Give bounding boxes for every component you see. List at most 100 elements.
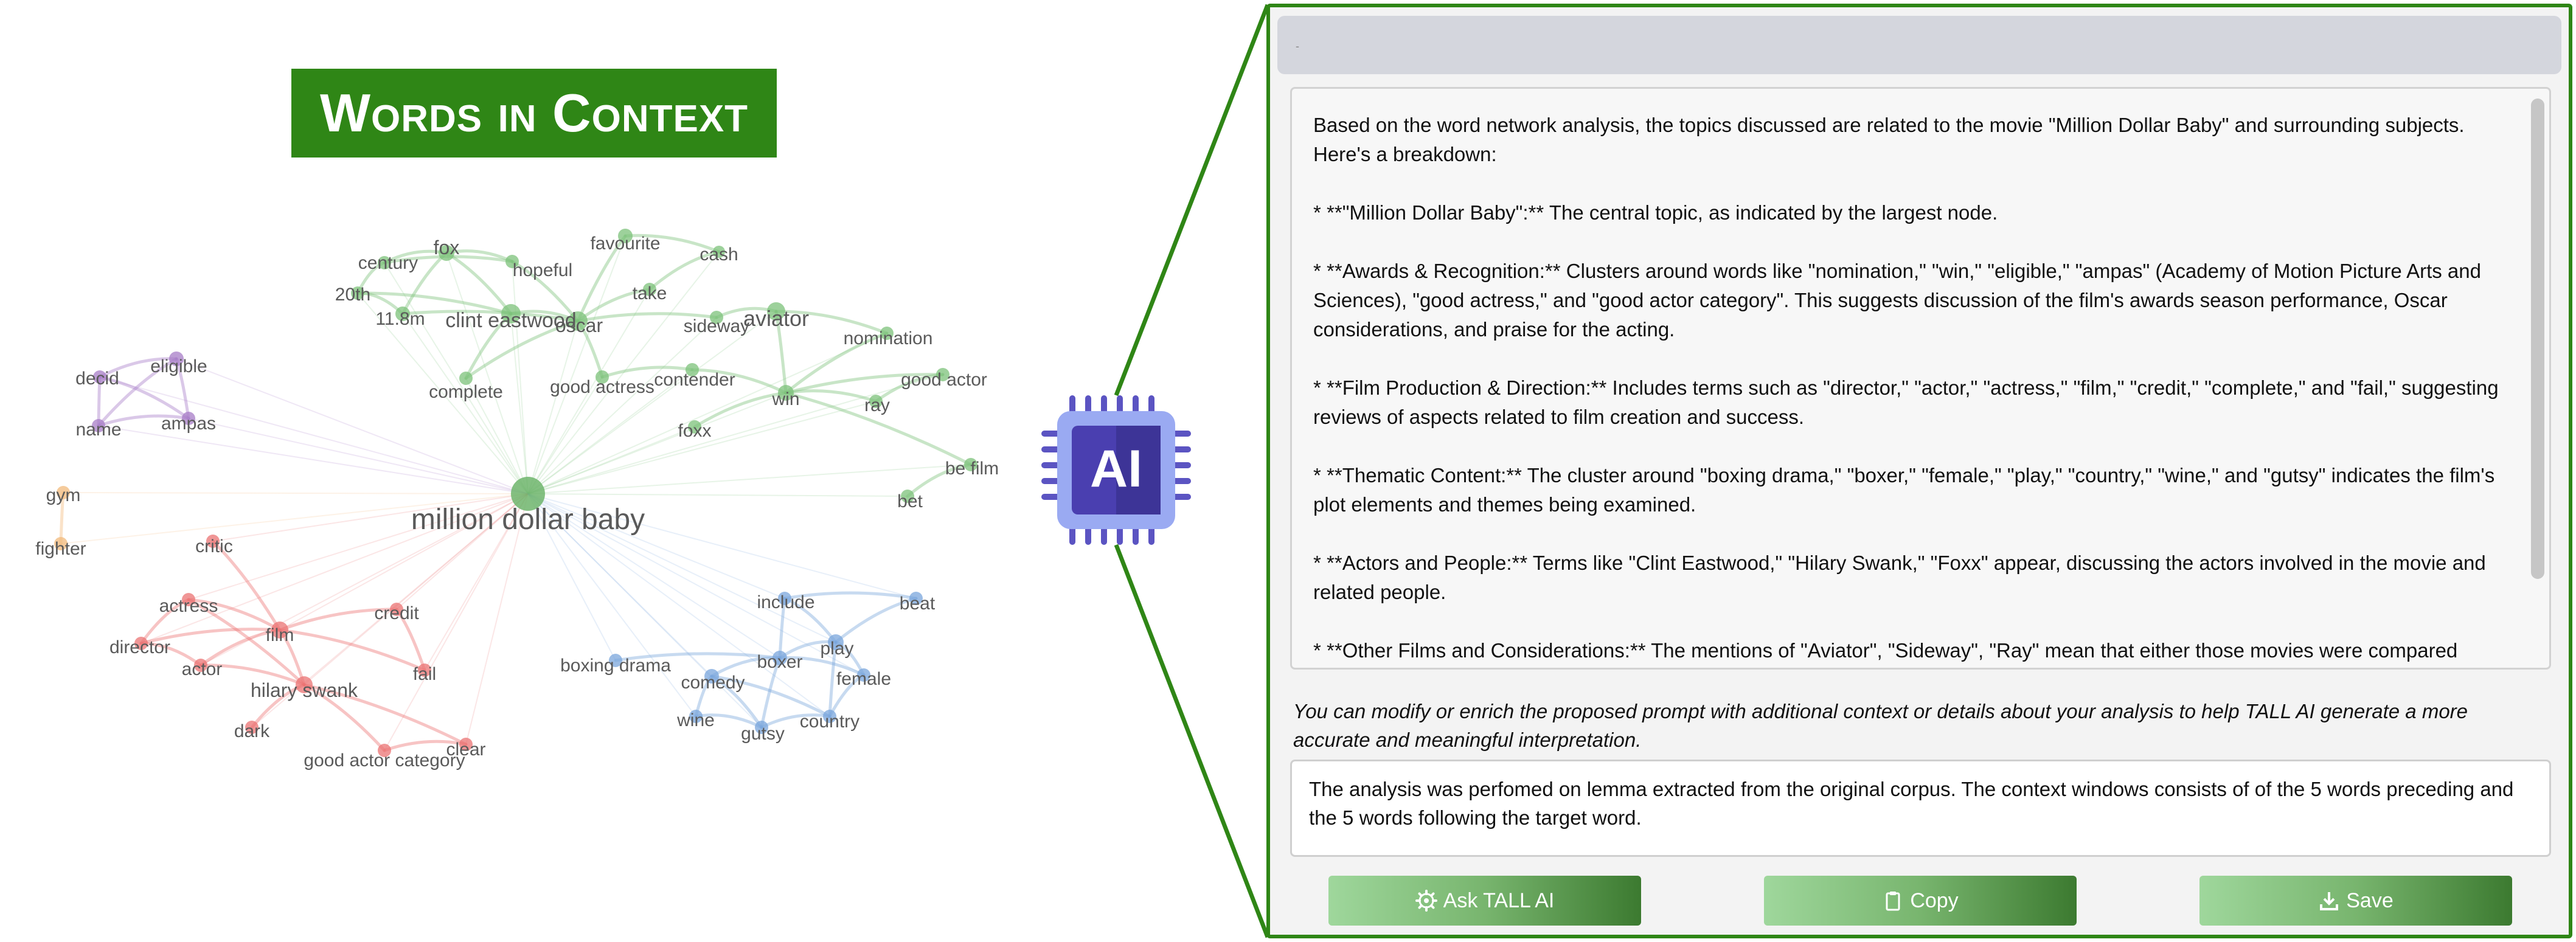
network-edge (60, 493, 529, 544)
network-label: hopeful (513, 260, 572, 280)
network-edge (141, 493, 529, 644)
network-edge (199, 628, 282, 667)
network-label: foxx (678, 421, 711, 441)
network-node (778, 592, 791, 605)
network-label: century (358, 253, 418, 273)
network-label: nomination (844, 328, 933, 348)
network-edge (446, 252, 529, 494)
network-label: female (836, 669, 891, 689)
network-label: fox (434, 237, 460, 258)
network-edge (63, 492, 529, 494)
ask-tall-ai-button[interactable]: Ask TALL AI (1328, 876, 1641, 926)
copy-button[interactable]: Copy (1764, 876, 2077, 926)
context-input[interactable]: The analysis was perfomed on lemma extra… (1290, 760, 2551, 857)
response-paragraph: * **Awards & Recognition:** Clusters aro… (1313, 260, 2481, 341)
save-button-label: Save (2346, 888, 2394, 912)
network-label: play (820, 639, 853, 659)
network-edge (527, 317, 717, 494)
network-node (936, 368, 950, 381)
network-edge (527, 311, 777, 494)
network-node (823, 710, 836, 723)
network-node (296, 676, 313, 693)
network-edge (188, 493, 529, 600)
network-node (704, 669, 719, 684)
ai-interpretation-panel: - Based on the word network analysis, th… (1266, 4, 2572, 938)
network-label: director (109, 637, 170, 657)
prompt-hint: You can modify or enrich the proposed pr… (1293, 700, 2468, 751)
network-edge (614, 652, 782, 662)
network-edge (760, 713, 831, 729)
network-label: fail (413, 664, 436, 684)
network-edge (97, 414, 190, 428)
network-edge (304, 493, 529, 685)
network-edge (527, 392, 786, 494)
network-label: critic (195, 536, 233, 556)
ai-response-box[interactable]: Based on the word network analysis, the … (1290, 87, 2551, 670)
network-edge (278, 608, 398, 632)
network-edge (187, 598, 282, 632)
network-node (92, 419, 105, 432)
ai-chip-icon: AI (1041, 395, 1191, 545)
network-edge (357, 293, 529, 494)
network-edge (576, 234, 627, 323)
network-edge (834, 597, 918, 644)
clipboard-icon (1882, 890, 1904, 912)
network-edge (527, 376, 603, 494)
network-edge (302, 683, 386, 752)
network-edge (139, 628, 282, 645)
network-edge (527, 464, 971, 494)
response-paragraph: * **Other Films and Considerations:** Th… (1313, 639, 2458, 662)
network-node (54, 537, 68, 550)
network-label: clint eastwood (445, 309, 576, 332)
network-edge (623, 234, 721, 254)
ai-chip-label: AI (1090, 440, 1142, 498)
network-label: gym (46, 485, 81, 505)
network-label: film (266, 625, 294, 645)
network-edge (465, 378, 529, 494)
network-node (182, 593, 195, 606)
network-label: clear (446, 739, 485, 760)
network-edge (778, 656, 866, 677)
network-node (643, 283, 656, 296)
network-label: cash (700, 244, 738, 265)
ai-response-text: Based on the word network analysis, the … (1313, 111, 2505, 668)
network-edge (199, 663, 306, 687)
network-edge (527, 493, 830, 717)
network-edge (710, 674, 831, 718)
panel-header: - (1277, 16, 2561, 74)
network-node (568, 311, 588, 331)
network-edge (98, 425, 529, 494)
network-label: be film (945, 459, 999, 479)
network-edge (187, 598, 306, 687)
network-label: win (771, 389, 799, 409)
network-edge (784, 373, 945, 395)
network-edge (402, 313, 529, 494)
network-edge (774, 310, 889, 335)
network-node (245, 721, 259, 734)
response-paragraph: Based on the word network analysis, the … (1313, 114, 2465, 165)
network-node (618, 229, 633, 243)
network-edge (465, 493, 529, 745)
network-edge (648, 250, 721, 291)
network-label: actress (159, 596, 218, 616)
response-paragraph: * **Film Production & Direction:** Inclu… (1313, 376, 2499, 428)
network-edge (527, 493, 785, 599)
network-edge (384, 262, 529, 494)
response-scrollbar-thumb[interactable] (2531, 99, 2544, 579)
network-edge (527, 235, 626, 494)
response-paragraph: * **"Million Dollar Baby":** The central… (1313, 201, 1998, 224)
network-edge (279, 493, 529, 631)
network-node (378, 744, 391, 757)
network-node (182, 412, 195, 425)
network-edge (510, 260, 580, 323)
network-edge (576, 288, 651, 323)
network-edge (527, 374, 943, 494)
network-edge (512, 261, 529, 494)
save-button[interactable]: Save (2199, 876, 2512, 926)
network-edge (693, 391, 788, 429)
network-edge (527, 493, 917, 599)
network-label: hilary swank (251, 679, 358, 701)
network-edge (527, 401, 877, 494)
network-label: beat (900, 594, 936, 614)
